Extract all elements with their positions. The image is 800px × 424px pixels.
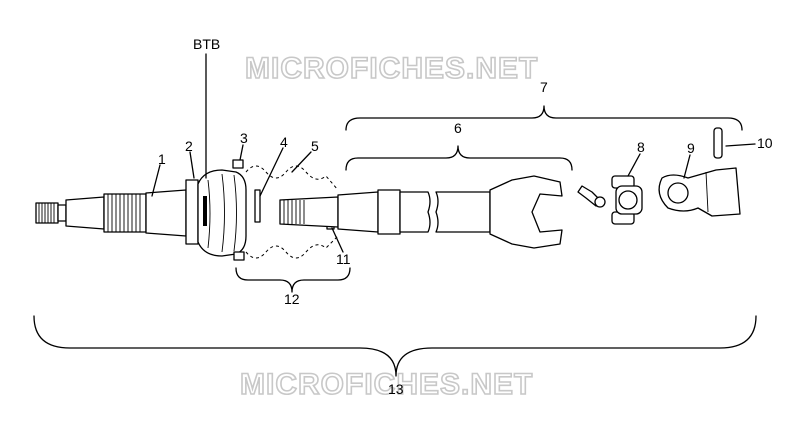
u-joint-cross-icon (611, 175, 643, 225)
callout-5: 5 (311, 138, 319, 154)
callout-11: 11 (336, 251, 351, 267)
watermark-bottom: MICROFICHES.NET (240, 368, 533, 401)
bracket-7 (345, 105, 743, 131)
splined-shaft-icon (35, 179, 199, 245)
watermark-top: MICROFICHES.NET (245, 52, 538, 85)
callout-7: 7 (540, 79, 548, 95)
callout-10: 10 (757, 135, 773, 151)
bracket-6 (345, 145, 573, 171)
callout-3: 3 (240, 130, 248, 146)
callout-12: 12 (284, 291, 300, 307)
callout-8: 8 (637, 139, 645, 155)
driveshaft-icon (279, 175, 563, 249)
bracket-12 (235, 267, 351, 293)
roll-pin-icon (713, 127, 723, 159)
callout-9: 9 (687, 140, 695, 156)
callout-2: 2 (185, 138, 193, 154)
group-brackets (33, 105, 757, 377)
callout-1: 1 (158, 151, 166, 167)
callout-6: 6 (454, 120, 462, 136)
callout-btb: BTB (193, 36, 220, 52)
leader-lines (151, 53, 756, 253)
bracket-13 (33, 315, 757, 377)
callout-13: 13 (388, 381, 404, 397)
snap-ring-icon (254, 189, 261, 223)
grease-fitting-icon (577, 185, 606, 208)
cv-boot-icon (197, 169, 247, 257)
yoke-icon (658, 167, 741, 217)
callout-4: 4 (280, 134, 288, 150)
